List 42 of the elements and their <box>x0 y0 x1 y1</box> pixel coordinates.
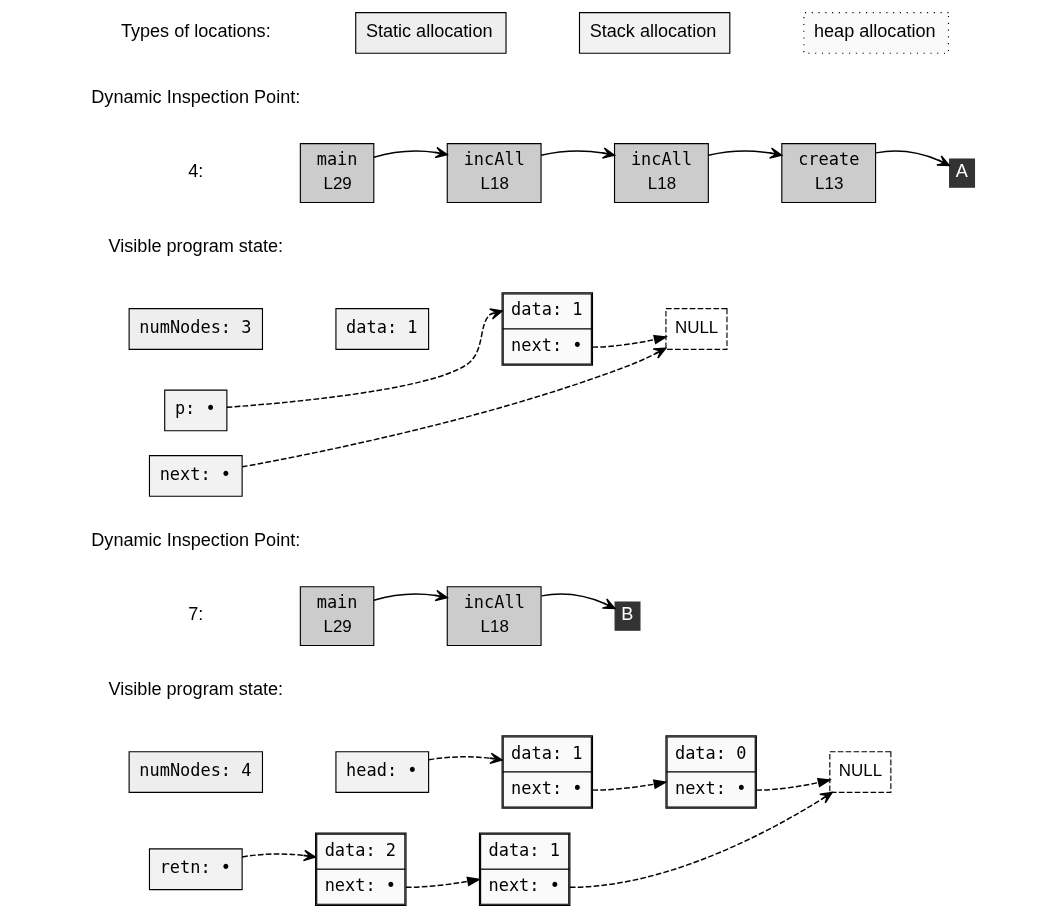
arrow <box>874 150 950 167</box>
arrow <box>225 308 503 409</box>
arrow <box>707 147 782 159</box>
arrow <box>240 849 316 862</box>
arrow <box>539 147 615 159</box>
arrow <box>372 589 448 602</box>
label: Types of locations: <box>120 21 271 42</box>
node-box: incAll L18 <box>613 143 709 203</box>
arrow <box>591 334 668 348</box>
node-box: Static allocation <box>354 12 507 54</box>
node-box: head: • <box>334 751 429 793</box>
node-box: Stack allocation <box>578 12 730 54</box>
label: Visible program state: <box>108 678 283 699</box>
node-box: p: • <box>163 389 227 432</box>
node-box: numNodes: 4 <box>128 751 263 793</box>
arrow <box>240 347 666 468</box>
node-box: create L13 <box>780 143 876 203</box>
label: Dynamic Inspection Point: <box>90 529 300 550</box>
node-box: B <box>614 601 640 631</box>
label: 4: <box>187 161 203 182</box>
node-box: incAll L18 <box>446 586 542 647</box>
arrow <box>540 593 615 610</box>
arrow <box>404 876 481 889</box>
node-box: heap allocation <box>802 12 949 54</box>
label: Visible program state: <box>108 235 283 256</box>
node-box: main L29 <box>299 586 374 647</box>
arrow <box>591 779 668 791</box>
arrow <box>427 752 503 765</box>
node-box: retn: • <box>148 848 243 891</box>
arrow <box>372 146 448 159</box>
node-box: A <box>948 158 975 188</box>
node-box: numNodes: 3 <box>128 308 263 350</box>
label: 7: <box>187 604 203 625</box>
label: Dynamic Inspection Point: <box>90 86 300 107</box>
node-box: data: 1 <box>334 308 429 350</box>
node-box: incAll L18 <box>446 143 542 203</box>
arrow <box>755 777 832 791</box>
node-box: NULL <box>664 308 728 350</box>
arrow <box>568 791 833 889</box>
node-box: main L29 <box>299 143 374 203</box>
node-box: next: • <box>148 455 243 497</box>
node-box: NULL <box>828 751 891 793</box>
